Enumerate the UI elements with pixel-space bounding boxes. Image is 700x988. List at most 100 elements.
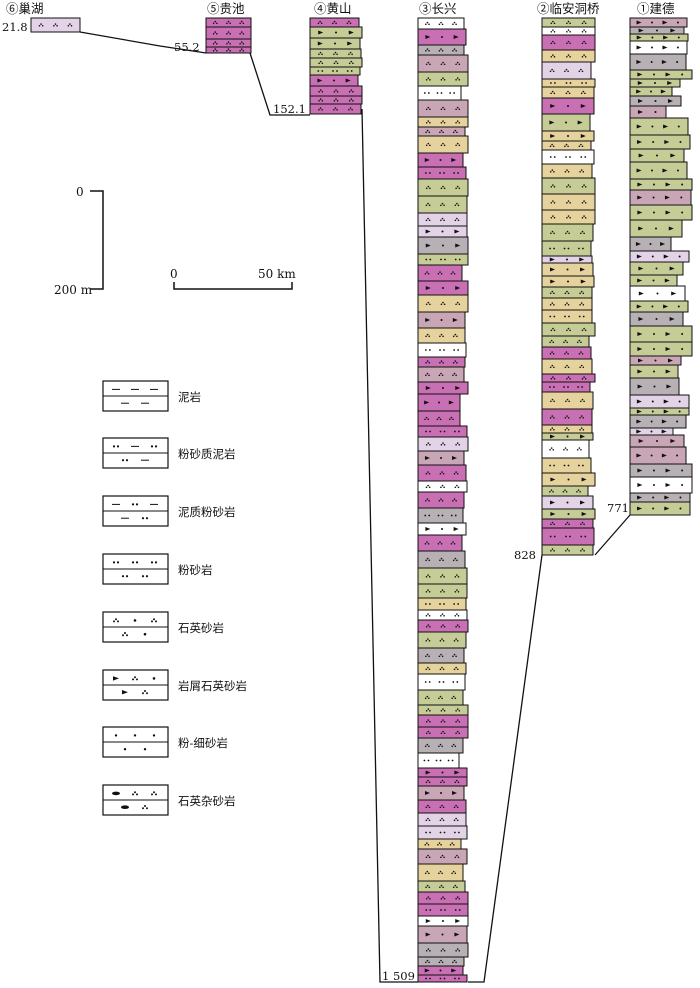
bed [541, 439, 590, 459]
correlation-line-linan-jiande [594, 514, 631, 556]
bed [629, 189, 692, 206]
vertical-scale-bar: 0 200 m [54, 185, 104, 297]
bed [541, 130, 595, 142]
bed [417, 956, 465, 967]
bed [629, 204, 693, 221]
bed [629, 134, 691, 150]
bed [629, 178, 693, 191]
bed [309, 66, 361, 76]
bed [417, 965, 464, 976]
bed [541, 209, 596, 225]
bed [417, 550, 466, 569]
thickness-label-guichi: 55.2 [174, 40, 200, 54]
bed [629, 40, 688, 55]
correlation-lines [79, 31, 631, 983]
bed [417, 848, 468, 865]
bed [417, 726, 469, 739]
thickness-label-linan: 828 [514, 548, 536, 562]
bed [629, 78, 681, 88]
bed [629, 285, 686, 302]
bed [541, 240, 592, 257]
bed [541, 527, 595, 546]
bed [629, 33, 689, 42]
bed [417, 480, 468, 493]
bed [417, 342, 467, 358]
bed [205, 26, 252, 40]
legend-label-greywacke: 石英杂砂岩 [178, 794, 236, 808]
bed [417, 28, 467, 46]
bed [417, 522, 467, 536]
horizontal-scale-line [173, 282, 293, 290]
vertical-scale-top-label: 0 [76, 185, 84, 199]
bed [417, 891, 469, 905]
bed [417, 450, 465, 466]
column-title-huangshan: ④黄山 [314, 1, 352, 16]
column-title-changxing: ③长兴 [419, 1, 457, 16]
bed [417, 752, 460, 769]
bed [629, 219, 683, 238]
bed [629, 355, 682, 366]
bed [417, 225, 468, 238]
bed [417, 925, 468, 944]
legend-swatch-mud [102, 380, 169, 412]
lithology-legend [102, 380, 169, 816]
bed [417, 491, 465, 509]
thickness-label-changxing: 1 509 [382, 969, 415, 983]
bed [629, 105, 667, 119]
correlation-line-guichi-huangshan [249, 52, 310, 116]
bed [541, 113, 591, 132]
bed [629, 492, 691, 503]
bed [541, 457, 592, 474]
bed [417, 903, 469, 917]
bed [417, 619, 469, 633]
bed [629, 95, 682, 107]
bed [541, 358, 593, 375]
bed [417, 152, 464, 168]
bed [417, 126, 466, 137]
bed [541, 432, 594, 441]
bed [417, 264, 463, 282]
horizontal-scale-bar: 0 50 km [170, 267, 296, 290]
bed [417, 785, 465, 801]
bed [417, 54, 469, 73]
bed [417, 17, 465, 30]
bed [309, 26, 363, 39]
bed [417, 507, 464, 524]
bed [629, 501, 691, 516]
bed [417, 44, 465, 56]
bed [541, 297, 593, 311]
bed [309, 17, 360, 28]
column-chaohu [30, 17, 81, 33]
bed [417, 327, 466, 344]
bed [629, 434, 685, 448]
bed [629, 377, 680, 396]
bed [417, 974, 468, 983]
bed [417, 631, 467, 649]
bed [417, 99, 469, 118]
bed [629, 407, 690, 416]
bed [417, 294, 469, 313]
bed [629, 236, 672, 252]
bed [417, 799, 467, 814]
bed [417, 393, 461, 412]
bed [417, 880, 466, 893]
bed [417, 689, 464, 706]
bed [629, 53, 687, 71]
bed [417, 425, 468, 438]
correlation-line-chaohu-guichi [79, 31, 207, 54]
thickness-labels: 21.8 55.2 152.1 1 509 828 771 [2, 20, 629, 983]
bed [417, 567, 468, 585]
bed [541, 163, 593, 179]
bed [205, 17, 252, 28]
bed [417, 366, 465, 383]
column-guichi [205, 17, 252, 54]
legend-swatch-greywacke [102, 784, 169, 816]
bed [629, 476, 693, 494]
legend-swatch-lithic [102, 669, 169, 701]
bed [541, 78, 596, 88]
legend-label-fine: 粉-细砂岩 [178, 736, 228, 750]
bed [541, 485, 589, 497]
legend-label-quartz: 石英砂岩 [178, 621, 224, 635]
vertical-scale-bottom-label: 200 m [54, 283, 93, 297]
